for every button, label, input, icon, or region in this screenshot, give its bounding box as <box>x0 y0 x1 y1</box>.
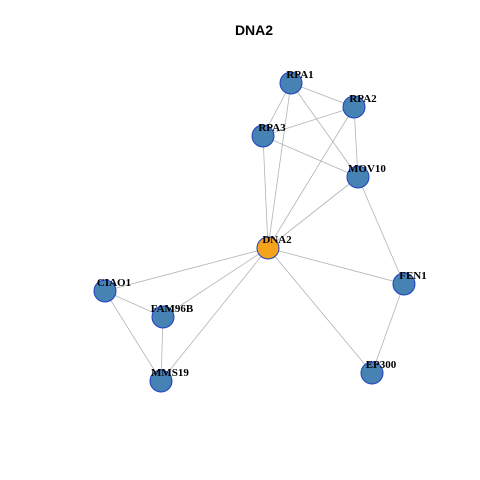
node-circle <box>346 165 370 189</box>
node-circle <box>151 305 175 329</box>
node-circle <box>149 369 173 393</box>
edge-layer <box>104 82 405 382</box>
node-label: FEN1 <box>399 270 427 282</box>
edge-rpa3-dna2 <box>262 135 269 249</box>
edge-rpa2-rpa3 <box>262 106 355 137</box>
node-dna2: DNA2 <box>256 234 292 260</box>
node-label: RPA3 <box>258 122 286 134</box>
edge-dna2-mms19 <box>160 247 269 382</box>
edge-dna2-fam96b <box>162 247 269 318</box>
node-label: RPA1 <box>286 69 313 81</box>
edge-mov10-fen1 <box>357 176 405 285</box>
node-label: RPA2 <box>349 93 377 105</box>
node-ciao1: CIAO1 <box>93 277 131 303</box>
node-ep300: EP300 <box>360 359 397 385</box>
node-fen1: FEN1 <box>392 270 427 296</box>
node-mms19: MMS19 <box>149 367 189 393</box>
edge-ciao1-mms19 <box>104 290 162 382</box>
node-rpa3: RPA3 <box>251 122 286 148</box>
diagram-title: DNA2 <box>235 22 273 38</box>
edge-rpa2-dna2 <box>267 106 355 249</box>
edge-dna2-fen1 <box>267 247 405 285</box>
node-circle <box>93 279 117 303</box>
node-mov10: MOV10 <box>346 163 386 189</box>
edge-dna2-ep300 <box>267 247 373 374</box>
edge-rpa2-mov10 <box>353 106 359 178</box>
node-rpa2: RPA2 <box>342 93 377 119</box>
node-circle <box>251 124 275 148</box>
edge-fen1-ep300 <box>371 283 405 374</box>
node-label: EP300 <box>366 359 397 371</box>
node-label: DNA2 <box>262 234 292 246</box>
node-label: FAM96B <box>151 303 194 315</box>
edge-dna2-ciao1 <box>104 247 269 292</box>
node-fam96b: FAM96B <box>151 303 194 329</box>
edge-rpa3-mov10 <box>262 135 359 178</box>
node-circle <box>279 71 303 95</box>
edge-rpa1-dna2 <box>267 82 292 249</box>
node-circle <box>392 272 416 296</box>
node-circle <box>360 361 384 385</box>
node-label: MOV10 <box>348 163 386 175</box>
node-label: CIAO1 <box>97 277 131 289</box>
node-circle <box>256 236 280 260</box>
node-label: MMS19 <box>151 367 189 379</box>
edge-mov10-dna2 <box>267 176 359 249</box>
node-circle <box>342 95 366 119</box>
edge-rpa1-mov10 <box>290 82 359 178</box>
node-rpa1: RPA1 <box>279 69 314 95</box>
